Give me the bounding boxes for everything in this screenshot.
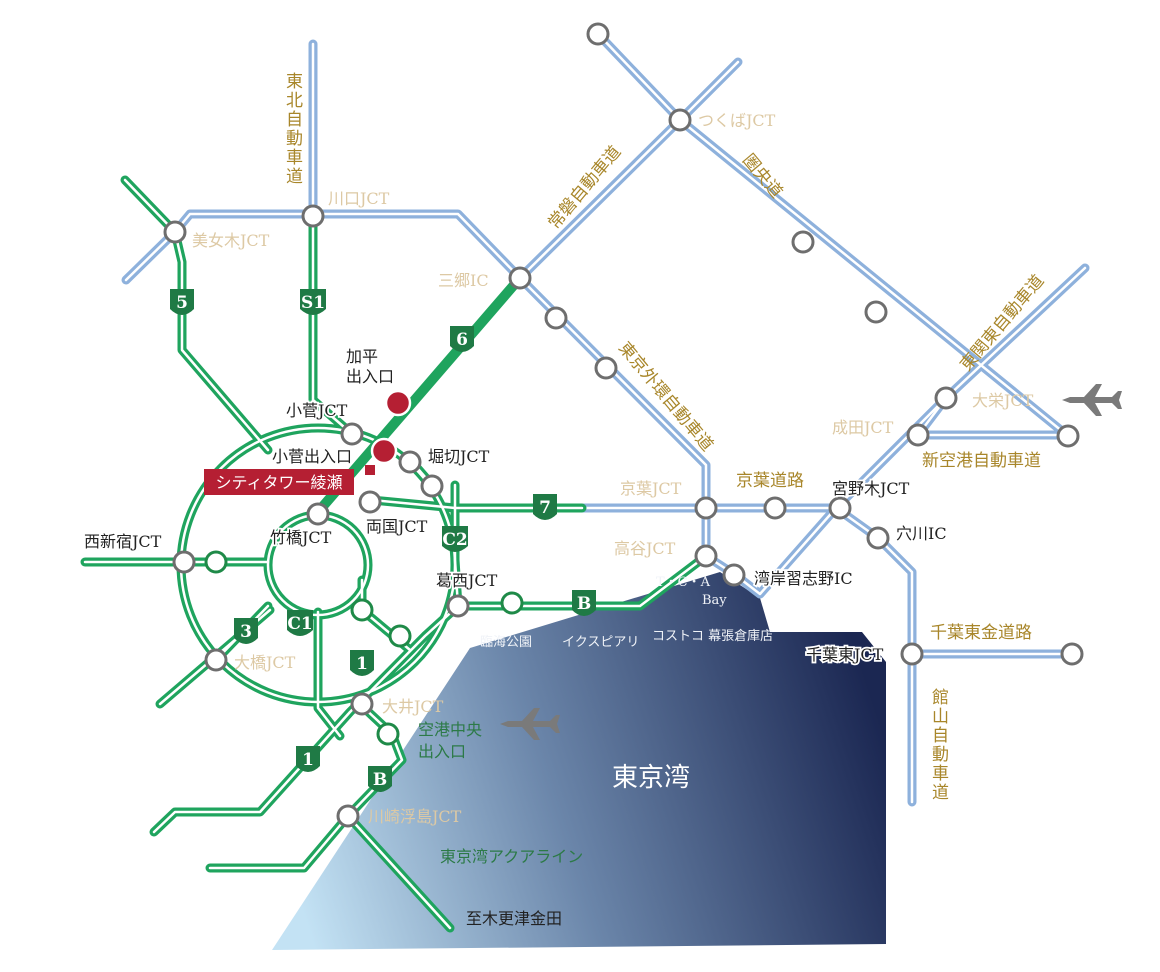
bay-name: 東京湾	[612, 763, 690, 793]
route-shield-7: 7	[539, 498, 551, 518]
expressway-shinkuko-label: 新空港自動車道	[922, 451, 1041, 471]
ramp-kahei-text: 加平	[346, 347, 378, 366]
jct-takebashi: 竹橋JCT	[270, 528, 332, 547]
expressway-tateyama-label: 館山自動車道	[928, 688, 949, 802]
jct-kosuge: 小菅JCT	[286, 401, 348, 420]
jct-horikiri: 堀切JCT	[428, 447, 490, 466]
route-shield-3: 3	[240, 622, 252, 642]
route-shield-b-south: B	[373, 770, 387, 790]
junction-nodes	[163, 22, 1084, 828]
expressway-tohoku-label: 東北自動車道	[282, 72, 303, 186]
ic-misato: 三郷IC	[438, 271, 489, 290]
jct-narita: 成田JCT	[832, 418, 894, 437]
ramp-kahei-text-line2: 出入口	[346, 367, 394, 386]
jct-oi: 大井JCT	[382, 697, 444, 716]
jct-kasai: 葛西JCT	[436, 571, 498, 590]
route-shield-6: 6	[456, 330, 468, 350]
jct-ohashi: 大橋JCT	[234, 653, 296, 672]
kahei-ramp-marker	[384, 389, 412, 417]
expressway-keiyo-label: 京葉道路	[736, 471, 804, 491]
ramp-kahei: 加平 出入口	[346, 347, 394, 386]
route-shields: 5 S1 6 7 C2 B 3 C1 1 1 B	[170, 289, 596, 792]
jct-ryogoku: 両国JCT	[366, 517, 428, 536]
airplane-icon-narita	[1062, 384, 1122, 416]
ic-anagawa: 穴川IC	[896, 524, 947, 543]
blue-expressway-network	[121, 29, 1090, 807]
jct-kawasaki-ukishima: 川崎浮島JCT	[368, 807, 462, 826]
jct-nishishinjuku: 西新宿JCT	[84, 532, 162, 551]
jct-miyanogi: 宮野木JCT	[832, 479, 910, 498]
ic-wangan-narashino: 湾岸習志野IC	[754, 569, 853, 588]
ramp-airport-line2: 出入口	[418, 742, 466, 761]
route-shield-c1: C1	[287, 614, 312, 634]
route-shield-1-south: 1	[302, 750, 314, 770]
poi-rinkai: 臨海公園	[480, 635, 532, 650]
jct-kawaguchi: 川口JCT	[328, 189, 390, 208]
jct-bijogi: 美女木JCT	[192, 231, 270, 250]
poi-partial-tca: T・C・A	[656, 575, 711, 590]
kosuge-ramp-marker	[370, 437, 398, 465]
tokyo-bay	[272, 572, 886, 950]
route-shield-5: 5	[176, 293, 188, 313]
highlight-label: シティタワー綾瀬	[215, 473, 342, 492]
route-shield-c2: C2	[442, 530, 467, 550]
ramp-airport-central: 空港中央出入口	[418, 720, 482, 761]
jct-tsukuba: つくばJCT	[698, 111, 776, 130]
jct-takaya: 高谷JCT	[614, 539, 676, 558]
destination-kisarazu: 至木更津金田	[466, 909, 562, 928]
poi-ikspiari: イクスピアリ	[562, 635, 639, 650]
route-shield-s1: S1	[301, 293, 325, 313]
expressway-higashi-kanto-label: 東関東自動車道	[957, 271, 1049, 375]
ramp-airport-line1: 空港中央	[418, 720, 482, 739]
highlight-tag: シティタワー綾瀬	[204, 465, 375, 495]
poi-costco: コストコ 幕張倉庫店	[652, 629, 773, 644]
route-shield-1-north: 1	[356, 654, 368, 674]
jct-chiba-higashi: 千葉東JCT	[806, 645, 884, 664]
route-shield-b-bayshore: B	[577, 594, 591, 614]
poi-partial-bay: Bay	[702, 593, 727, 608]
expressway-gaikan-label: 東京外環自動車道	[614, 338, 717, 455]
jct-keiyo: 京葉JCT	[620, 479, 682, 498]
expressway-aqualine-label: 東京湾アクアライン	[440, 847, 583, 866]
expressway-chiba-togane-label: 千葉東金道路	[930, 623, 1032, 643]
jct-taiei: 大栄JCT	[972, 391, 1034, 410]
ramp-kosuge: 小菅出入口	[272, 447, 352, 466]
